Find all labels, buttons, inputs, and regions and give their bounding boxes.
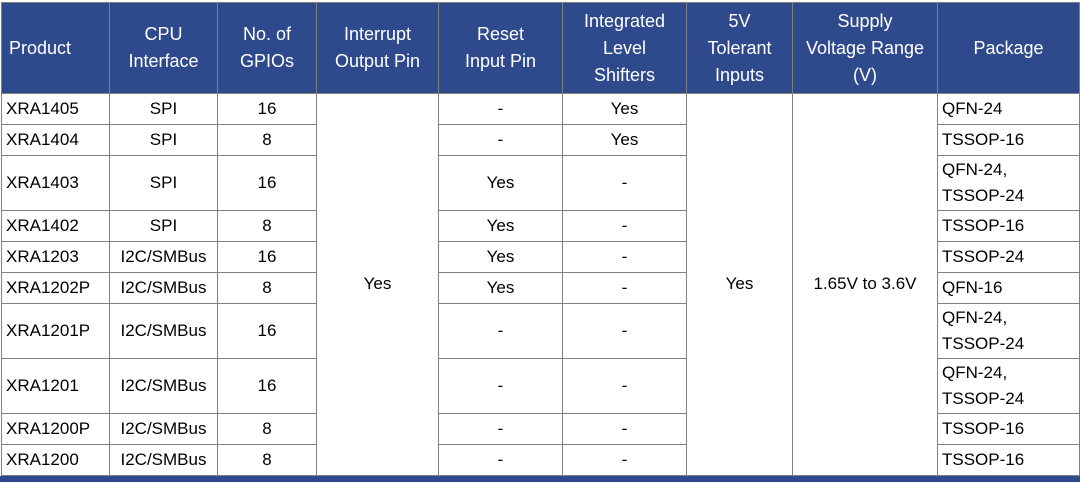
cell-reset-input-pin: Yes xyxy=(438,155,563,211)
cell-reset-input-pin: - xyxy=(438,93,563,125)
cell-supply-voltage-range-merged: 1.65V to 3.6V xyxy=(792,93,938,476)
cell-cpu-interface: SPI xyxy=(109,155,218,211)
cell-level-shifters: - xyxy=(562,303,687,359)
column-header-level-shifters: Integrated Level Shifters xyxy=(562,2,687,94)
cell-cpu-interface: I2C/SMBus xyxy=(109,272,218,304)
cell-gpios: 8 xyxy=(217,210,317,242)
cell-package: QFN-24, TSSOP-24 xyxy=(937,358,1080,414)
product-spec-table: Product CPU Interface No. of GPIOs Inter… xyxy=(1,2,1080,476)
cell-cpu-interface: I2C/SMBus xyxy=(109,444,218,476)
cell-gpios: 8 xyxy=(217,272,317,304)
cell-gpios: 16 xyxy=(217,155,317,211)
cell-interrupt-output-pin-merged: Yes xyxy=(316,93,439,476)
cell-product: XRA1202P xyxy=(1,272,110,304)
cell-product: XRA1402 xyxy=(1,210,110,242)
cell-product: XRA1200P xyxy=(1,413,110,445)
column-header-package: Package xyxy=(937,2,1080,94)
column-header-cpu-interface: CPU Interface xyxy=(109,2,218,94)
cell-reset-input-pin: - xyxy=(438,444,563,476)
cell-gpios: 8 xyxy=(217,444,317,476)
cell-package: QFN-24, TSSOP-24 xyxy=(937,303,1080,359)
cell-product: XRA1203 xyxy=(1,241,110,273)
cell-package: QFN-24, TSSOP-24 xyxy=(937,155,1080,211)
table-bottom-accent-bar xyxy=(0,476,1080,482)
cell-package: TSSOP-24 xyxy=(937,241,1080,273)
cell-gpios: 16 xyxy=(217,93,317,125)
cell-product: XRA1404 xyxy=(1,124,110,156)
cell-cpu-interface: SPI xyxy=(109,93,218,125)
cell-reset-input-pin: Yes xyxy=(438,272,563,304)
cell-level-shifters: - xyxy=(562,272,687,304)
cell-level-shifters: - xyxy=(562,155,687,211)
cell-package: TSSOP-16 xyxy=(937,444,1080,476)
cell-reset-input-pin: Yes xyxy=(438,241,563,273)
cell-level-shifters: - xyxy=(562,444,687,476)
column-header-5v-tolerant-inputs: 5V Tolerant Inputs xyxy=(686,2,793,94)
cell-level-shifters: Yes xyxy=(562,124,687,156)
column-header-supply-voltage-range: Supply Voltage Range (V) xyxy=(792,2,938,94)
cell-cpu-interface: I2C/SMBus xyxy=(109,303,218,359)
cell-level-shifters: - xyxy=(562,241,687,273)
cell-level-shifters: - xyxy=(562,413,687,445)
cell-gpios: 8 xyxy=(217,124,317,156)
cell-level-shifters: - xyxy=(562,210,687,242)
cell-package: QFN-24 xyxy=(937,93,1080,125)
header-row: Product CPU Interface No. of GPIOs Inter… xyxy=(1,2,1080,94)
column-header-product: Product xyxy=(1,2,110,94)
cell-package: TSSOP-16 xyxy=(937,210,1080,242)
cell-gpios: 8 xyxy=(217,413,317,445)
cell-product: XRA1200 xyxy=(1,444,110,476)
cell-reset-input-pin: - xyxy=(438,303,563,359)
cell-cpu-interface: SPI xyxy=(109,210,218,242)
cell-gpios: 16 xyxy=(217,241,317,273)
cell-level-shifters: - xyxy=(562,358,687,414)
cell-reset-input-pin: - xyxy=(438,124,563,156)
cell-package: TSSOP-16 xyxy=(937,124,1080,156)
cell-cpu-interface: I2C/SMBus xyxy=(109,413,218,445)
cell-gpios: 16 xyxy=(217,358,317,414)
cell-reset-input-pin: - xyxy=(438,358,563,414)
cell-product: XRA1403 xyxy=(1,155,110,211)
cell-package: TSSOP-16 xyxy=(937,413,1080,445)
cell-product: XRA1405 xyxy=(1,93,110,125)
cell-cpu-interface: I2C/SMBus xyxy=(109,241,218,273)
cell-cpu-interface: I2C/SMBus xyxy=(109,358,218,414)
cell-reset-input-pin: - xyxy=(438,413,563,445)
cell-reset-input-pin: Yes xyxy=(438,210,563,242)
table-header: Product CPU Interface No. of GPIOs Inter… xyxy=(1,2,1080,94)
column-header-interrupt-output-pin: Interrupt Output Pin xyxy=(316,2,439,94)
column-header-reset-input-pin: Reset Input Pin xyxy=(438,2,563,94)
cell-product: XRA1201 xyxy=(1,358,110,414)
cell-cpu-interface: SPI xyxy=(109,124,218,156)
cell-product: XRA1201P xyxy=(1,303,110,359)
cell-package: QFN-16 xyxy=(937,272,1080,304)
cell-level-shifters: Yes xyxy=(562,93,687,125)
column-header-gpios: No. of GPIOs xyxy=(217,2,317,94)
cell-gpios: 16 xyxy=(217,303,317,359)
cell-5v-tolerant-inputs-merged: Yes xyxy=(686,93,793,476)
